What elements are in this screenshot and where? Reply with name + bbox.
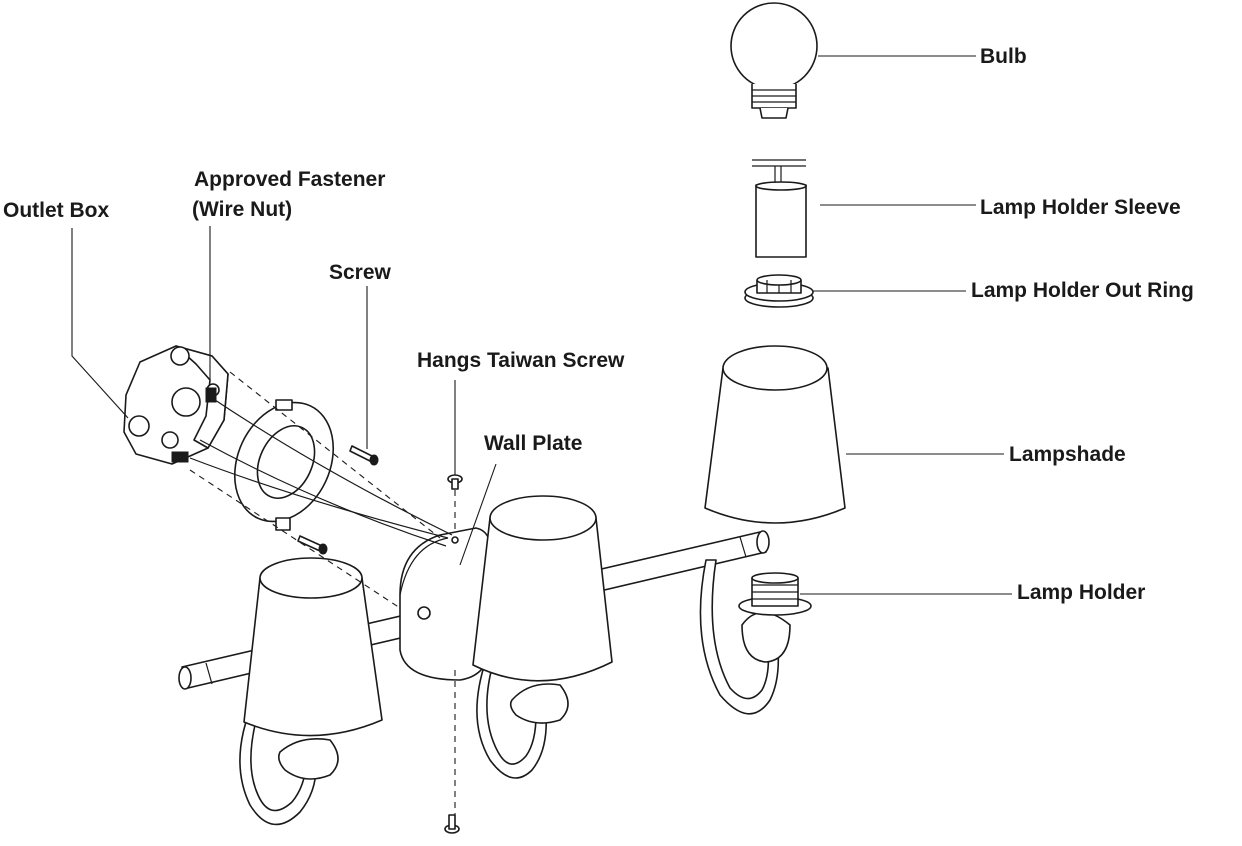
label-outlet-box: Outlet Box — [3, 199, 110, 222]
mounting-ring-part — [233, 399, 335, 531]
screw-lower — [297, 535, 328, 555]
label-lamp-holder-sleeve: Lamp Holder Sleeve — [980, 196, 1181, 219]
bulb-part — [730, 2, 818, 119]
label-bulb: Bulb — [980, 45, 1027, 68]
screw-upper — [349, 445, 379, 466]
assembly-guide-lines — [189, 371, 456, 815]
center-lamp — [472, 495, 613, 779]
label-lamp-holder: Lamp Holder — [1017, 581, 1146, 604]
hangs-taiwan-screw-lower — [444, 814, 460, 834]
lamp-holder-out-ring-part — [744, 274, 814, 308]
left-lamp — [239, 557, 383, 826]
leader-lines — [71, 55, 1012, 595]
label-hangs-taiwan-screw: Hangs Taiwan Screw — [417, 349, 625, 372]
lamp-holder-sleeve-part — [752, 159, 807, 258]
wall-plate-part — [399, 527, 492, 681]
lampshade-part — [704, 345, 846, 524]
outlet-box-part — [123, 345, 229, 465]
right-arm — [699, 559, 812, 715]
label-approved-fastener: Approved Fastener — [194, 168, 386, 191]
label-lampshade: Lampshade — [1009, 443, 1126, 466]
label-lamp-holder-out-ring: Lamp Holder Out Ring — [971, 279, 1194, 302]
label-wall-plate: Wall Plate — [484, 432, 583, 455]
label-screw: Screw — [329, 261, 391, 284]
hangs-taiwan-screw-upper — [447, 474, 463, 490]
label-wire-nut: (Wire Nut) — [192, 198, 293, 221]
wires — [189, 397, 453, 547]
